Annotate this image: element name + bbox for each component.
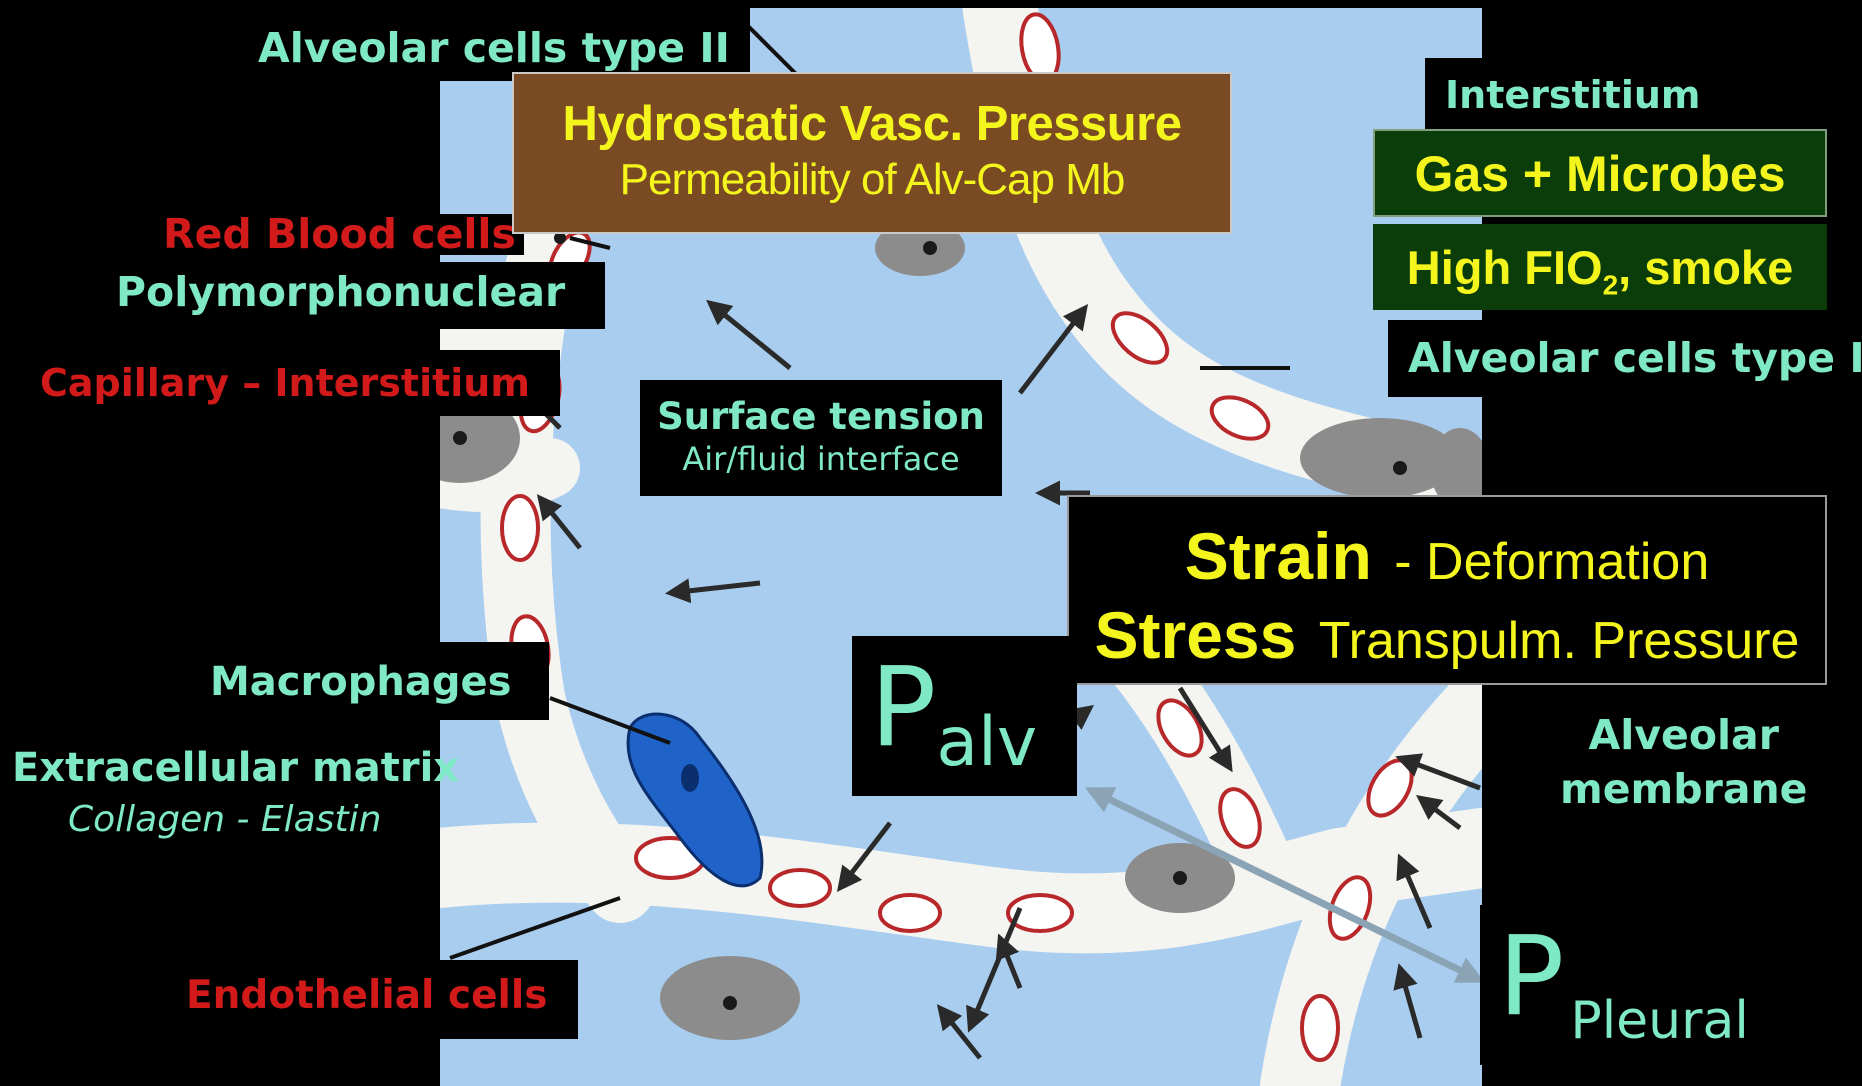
fio2-prefix: High FIO <box>1407 241 1603 294</box>
label-alveolar-type-ii: Alveolar cells type II <box>240 8 750 81</box>
hydrostatic-subtitle: Permeability of Alv-Cap Mb <box>514 152 1230 207</box>
hydrostatic-title: Hydrostatic Vasc. Pressure <box>514 96 1230 152</box>
strain-word: Strain <box>1185 519 1372 593</box>
label-alveolar-membrane: Alveolar membrane <box>1560 708 1807 816</box>
strain-description: - Deformation <box>1394 533 1709 591</box>
alveolar-membrane-line2: membrane <box>1560 762 1807 816</box>
p-alv-symbol: P <box>870 643 936 771</box>
strain-line: Strain - Deformation <box>1069 517 1825 596</box>
label-capillary-interstitium: Capillary – Interstitium <box>30 350 560 416</box>
p-alv-box: Palv <box>852 636 1077 796</box>
stress-description: Transpulm. Pressure <box>1319 612 1800 670</box>
label-collagen-elastin: Collagen - Elastin <box>68 802 381 838</box>
fio2-suffix: , smoke <box>1618 241 1793 294</box>
alveolar-membrane-line1: Alveolar <box>1560 708 1807 762</box>
fio2-box: High FIO2, smoke <box>1373 224 1827 310</box>
p-alv-subscript: alv <box>936 703 1037 782</box>
p-pleural-symbol: P <box>1498 912 1564 1040</box>
stress-word: Stress <box>1095 598 1297 672</box>
surface-tension-box: Surface tension Air/fluid interface <box>640 380 1002 496</box>
air-fluid-interface: Air/fluid interface <box>640 439 1002 479</box>
surface-tension-title: Surface tension <box>640 396 1002 439</box>
strain-stress-box: Strain - Deformation Stress Transpulm. P… <box>1067 495 1827 685</box>
label-polymorphonuclear: Polymorphonuclear <box>100 262 605 329</box>
gas-microbes-box: Gas + Microbes <box>1373 129 1827 217</box>
fio2-text: High FIO2, smoke <box>1373 244 1827 299</box>
label-red-blood-cells: Red Blood cells <box>155 214 524 255</box>
label-endothelial-cells: Endothelial cells <box>180 960 578 1039</box>
label-interstitium: Interstitium <box>1425 58 1741 134</box>
label-macrophages: Macrophages <box>200 642 549 720</box>
pressure-gradient-arrow <box>1070 770 1510 1000</box>
fio2-subscript: 2 <box>1603 269 1619 300</box>
label-alveolar-type-i: Alveolar cells type I <box>1388 320 1862 397</box>
stress-line: Stress Transpulm. Pressure <box>1069 596 1825 675</box>
p-pleural-subscript: Pleural <box>1570 991 1748 1051</box>
label-extracellular-matrix: Extracellular matrix <box>12 748 459 788</box>
gas-microbes-text: Gas + Microbes <box>1375 149 1825 199</box>
hydrostatic-pressure-box: Hydrostatic Vasc. Pressure Permeability … <box>512 72 1232 234</box>
